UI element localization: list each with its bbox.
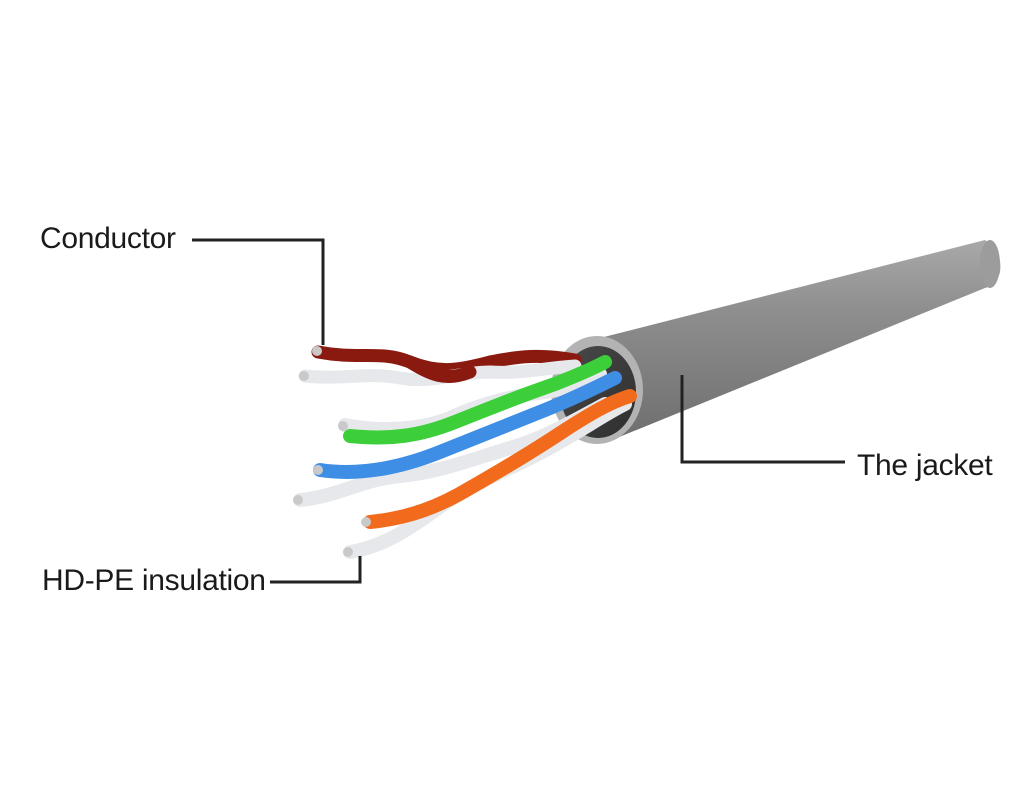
insulation-label: HD-PE insulation	[42, 564, 266, 597]
conductor-label: Conductor	[40, 222, 176, 255]
jacket-leader	[680, 375, 845, 464]
conductor-leader	[192, 238, 325, 345]
jacket-label: The jacket	[857, 449, 993, 482]
green-twisted-pair	[338, 355, 612, 445]
orange-twisted-pair	[343, 389, 637, 559]
brown-twisted-pair	[298, 345, 582, 387]
insulation-leader	[270, 556, 362, 584]
conductor-tips	[293, 346, 371, 557]
leader-lines	[192, 238, 845, 584]
